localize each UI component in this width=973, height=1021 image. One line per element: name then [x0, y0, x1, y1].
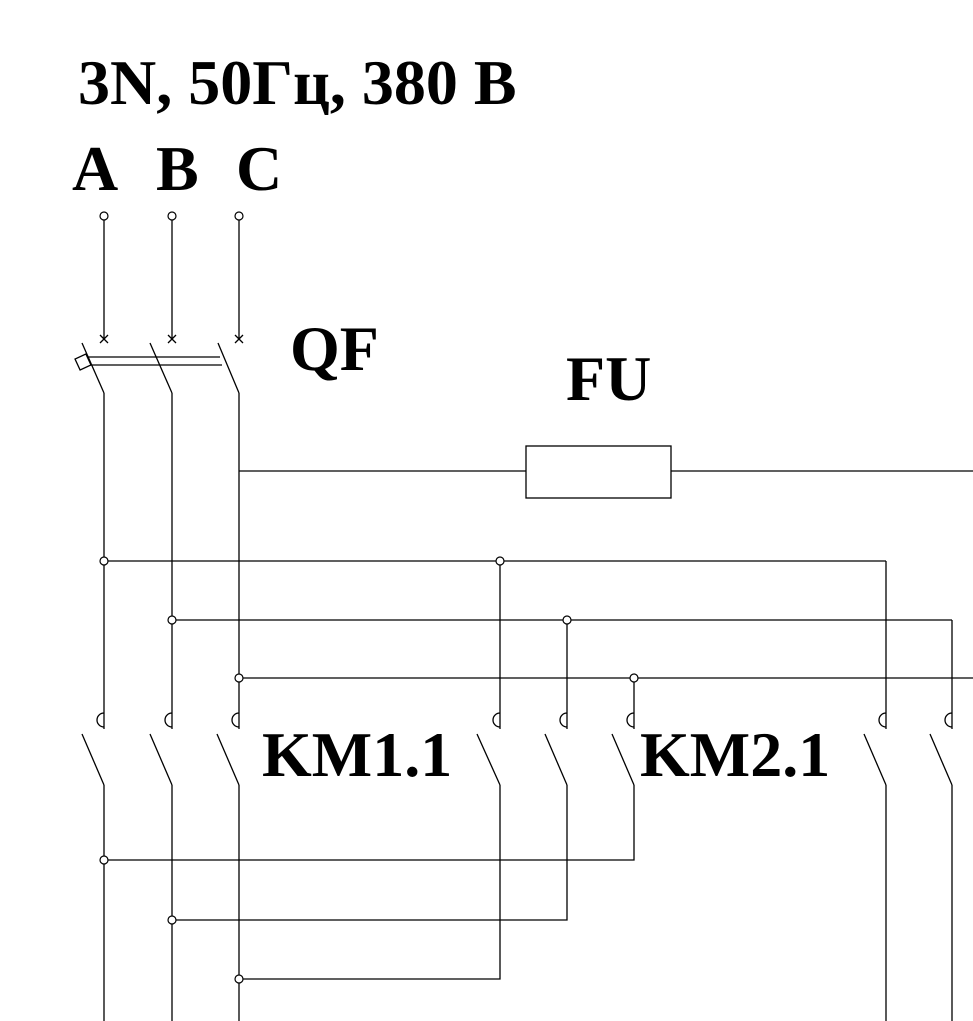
- input-terminals: [99, 211, 244, 344]
- contactor-contacts: [81, 712, 953, 786]
- contactor2-label: KM2.1: [640, 719, 830, 790]
- supply-label: 3N, 50Гц, 380 В: [78, 47, 517, 118]
- output-wiring: [99, 785, 953, 1021]
- phase-label-a: A: [72, 133, 118, 204]
- fuse-fu: [239, 445, 973, 499]
- breaker-qf: [74, 342, 240, 713]
- phase-label-c: C: [236, 133, 282, 204]
- bus-lines: [99, 556, 973, 713]
- phase-label-b: B: [156, 133, 199, 204]
- fuse-label: FU: [566, 343, 651, 414]
- breaker-label: QF: [290, 313, 379, 384]
- contactor1-label: KM1.1: [262, 719, 452, 790]
